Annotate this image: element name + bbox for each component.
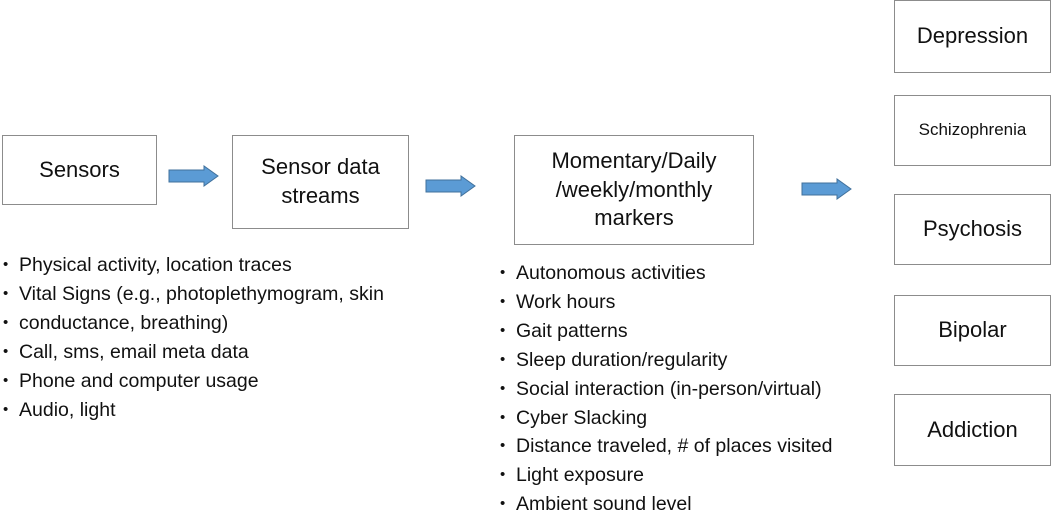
condition-box-psychosis: Psychosis [894, 194, 1051, 265]
list-item: Sleep duration/regularity [500, 346, 833, 375]
list-item: Phone and computer usage [3, 367, 384, 396]
list-item: Cyber Slacking [500, 404, 833, 433]
condition-box-depression: Depression [894, 0, 1051, 73]
arrow-streams-to-markers [425, 175, 477, 197]
list-item-continuation-text: conductance, breathing) [19, 311, 229, 334]
condition-label: Schizophrenia [918, 120, 1027, 140]
list-item: Light exposure [500, 461, 833, 490]
sensors-label: Sensors [39, 156, 120, 182]
list-item: Work hours [500, 288, 833, 317]
condition-label: Addiction [927, 416, 1018, 442]
condition-box-schizophrenia: Schizophrenia [894, 95, 1051, 166]
list-item: Social interaction (in-person/virtual) [500, 375, 833, 404]
sensor-data-streams-box: Sensor data streams [232, 135, 409, 229]
list-item-continuation: conductance, breathing) [3, 309, 384, 338]
condition-label: Bipolar [938, 317, 1007, 343]
arrow-icon [801, 178, 852, 200]
condition-box-addiction: Addiction [894, 394, 1051, 466]
arrow-icon [168, 165, 219, 187]
streams-label-line2: streams [281, 183, 360, 208]
markers-box: Momentary/Daily /weekly/monthly markers [514, 135, 754, 245]
condition-label: Psychosis [922, 216, 1023, 242]
streams-label-line1: Sensor data [261, 154, 380, 180]
arrow-sensors-to-streams [168, 165, 220, 187]
sensors-box: Sensors [2, 135, 157, 205]
arrow-icon [425, 175, 476, 197]
list-item: Vital Signs (e.g., photoplethymogram, sk… [3, 280, 384, 309]
arrow-markers-to-conditions [801, 178, 853, 200]
list-item: Ambient sound level [500, 490, 833, 514]
markers-label-line2: /weekly/monthly [555, 176, 713, 202]
condition-box-bipolar: Bipolar [894, 295, 1051, 366]
list-item: Autonomous activities [500, 259, 833, 288]
sensor-modalities-list: Physical activity, location traces Vital… [3, 251, 384, 424]
behavioral-markers-list: Autonomous activities Work hours Gait pa… [500, 259, 833, 514]
list-item: Physical activity, location traces [3, 251, 384, 280]
list-item: Audio, light [3, 396, 384, 425]
list-item: Call, sms, email meta data [3, 338, 384, 367]
condition-label: Depression [916, 23, 1029, 49]
markers-label-line3: markers [594, 205, 674, 231]
list-item: Distance traveled, # of places visited [500, 432, 833, 461]
list-item: Gait patterns [500, 317, 833, 346]
markers-label-line1: Momentary/Daily [551, 148, 717, 174]
